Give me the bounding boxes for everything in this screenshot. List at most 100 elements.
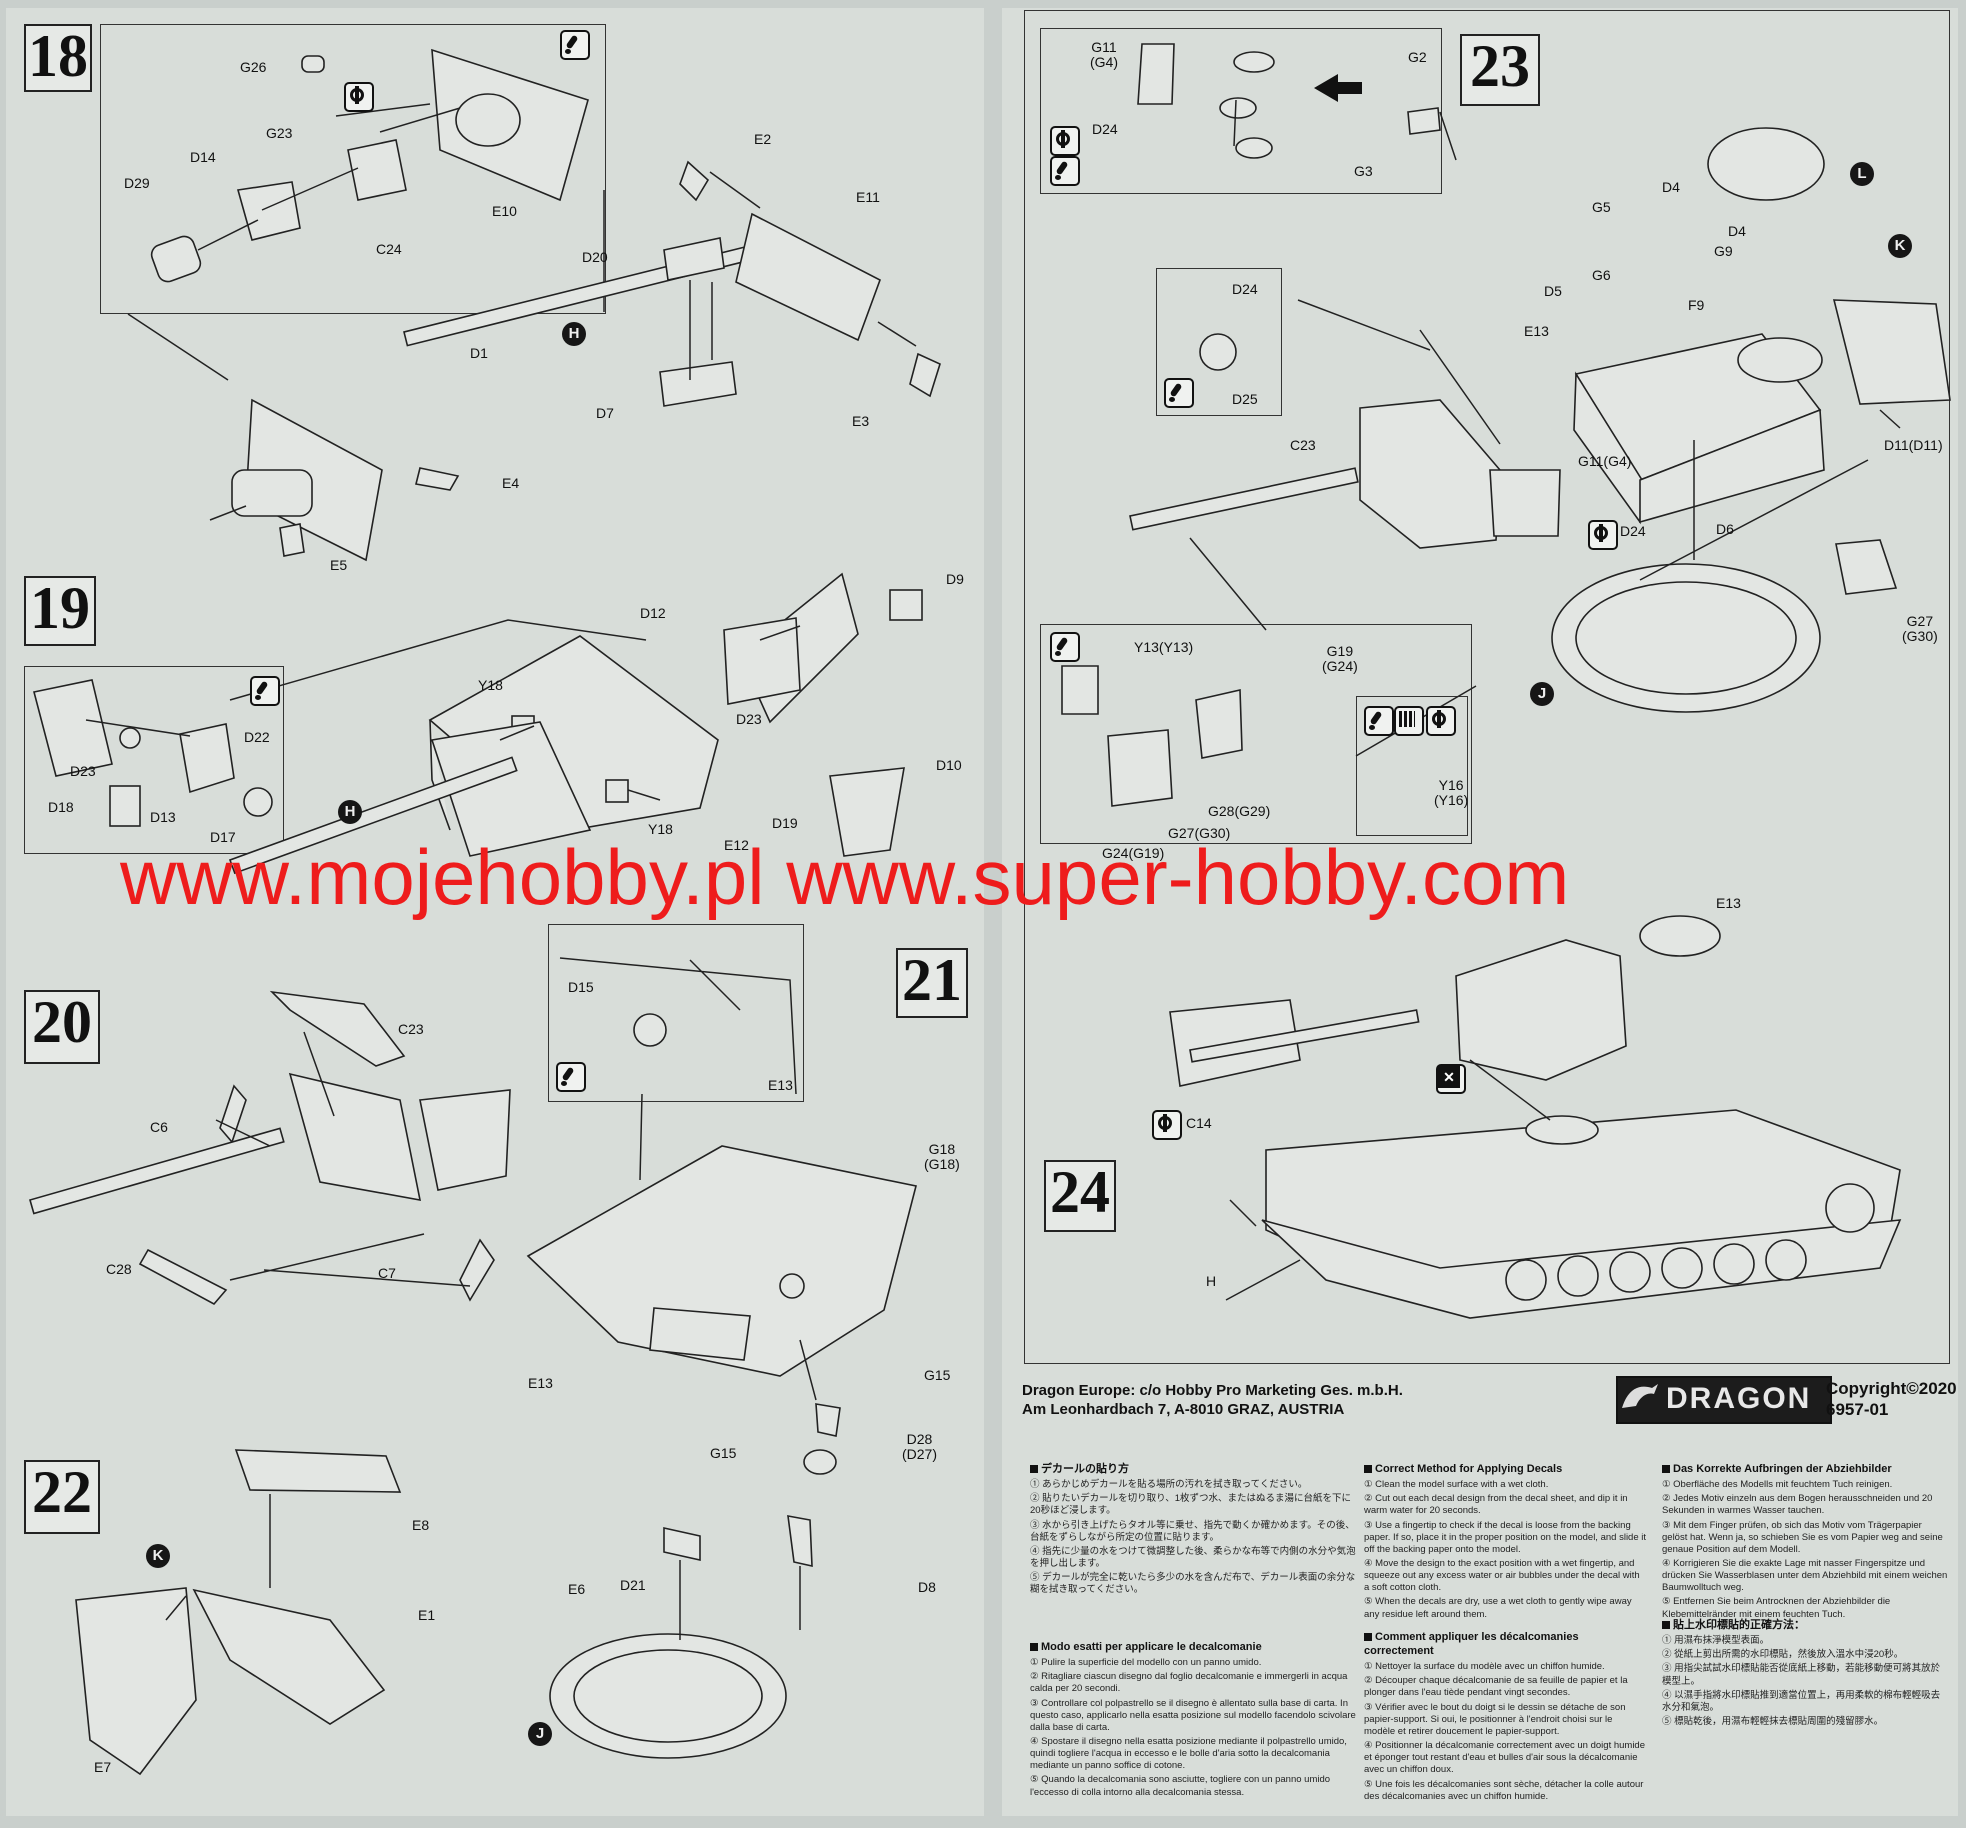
subassembly-marker-h: H xyxy=(338,800,362,824)
instruction-step: ④ Positionner la décalcomanie correcteme… xyxy=(1364,1740,1646,1776)
part-label: D20 xyxy=(582,249,608,265)
subassembly-marker-h: H xyxy=(562,322,586,346)
part-label: D17 xyxy=(210,829,236,845)
copyright-block: Copyright©2020 6957-01 xyxy=(1826,1378,1957,1421)
optional-part-icon xyxy=(1152,1110,1182,1140)
decal-instructions-de: Das Korrekte Aufbringen der Abziehbilder… xyxy=(1662,1462,1948,1623)
optional-part-icon xyxy=(344,82,374,112)
step21-hull xyxy=(526,957,917,1475)
step-number-21: 21 xyxy=(896,948,968,1018)
kit-code: 6957-01 xyxy=(1826,1400,1889,1420)
decal-instructions-fr: Comment appliquer les décalcomanies corr… xyxy=(1364,1630,1646,1805)
step24-tank xyxy=(1169,915,1902,1319)
part-label: Y16 (Y16) xyxy=(1434,777,1469,808)
decal-instructions-it: Modo esatti per applicare le decalcomani… xyxy=(1030,1640,1360,1801)
step23-turret xyxy=(1061,43,1951,807)
part-label: E6 xyxy=(568,1581,586,1597)
part-label: E11 xyxy=(856,189,880,205)
part-label: G27 (G30) xyxy=(1902,613,1938,644)
part-label: E3 xyxy=(852,413,870,429)
step18-mantlet-detail xyxy=(127,48,605,381)
copyright-text: Copyright©2020 xyxy=(1826,1379,1957,1398)
part-label: G2 xyxy=(1408,49,1427,65)
part-label: G28(G29) xyxy=(1208,803,1271,819)
part-label: C23 xyxy=(398,1021,424,1037)
cement-icon xyxy=(1050,632,1080,662)
step21-detail-frame xyxy=(548,924,804,1102)
step-number-18: 18 xyxy=(24,24,92,92)
part-label: D24 xyxy=(1092,121,1118,137)
part-label: E5 xyxy=(330,557,348,573)
instruction-step: ③ Vérifier avec le bout du doigt si le d… xyxy=(1364,1701,1626,1737)
instruction-step: ④ Move the design to the exact position … xyxy=(1364,1558,1640,1594)
section-heading: Correct Method for Applying Decals xyxy=(1364,1462,1646,1476)
part-label: G19 (G24) xyxy=(1322,643,1358,674)
watermark-text: www.mojehobby.pl www.super-hobby.com xyxy=(120,833,1570,921)
part-label: E12 xyxy=(724,837,749,853)
instruction-step: ⑤ Une fois les décalcomanies sont sèche,… xyxy=(1364,1778,1644,1802)
cement-icon xyxy=(1050,156,1080,186)
part-label: Y13(Y13) xyxy=(1134,639,1194,655)
part-label: D4 xyxy=(1728,223,1746,239)
instruction-step: ⑤ デカールが完全に乾いたら多少の水を含んだ布で、デカール表面の余分な糊を拭き取… xyxy=(1030,1572,1356,1596)
step18-detail-frame xyxy=(100,24,606,314)
section-heading: Das Korrekte Aufbringen der Abziehbilder xyxy=(1662,1462,1948,1476)
instruction-step: ④ 指先に少量の水をつけて微調整した後、柔らかな布等で内側の水分や気泡を押し出し… xyxy=(1030,1545,1356,1570)
part-label: D1 xyxy=(470,345,488,361)
step23-detail-frame-y16 xyxy=(1356,696,1468,836)
part-label: D12 xyxy=(640,605,666,621)
subassembly-marker-j: J xyxy=(528,1722,552,1746)
remove-icon xyxy=(1436,1064,1466,1094)
instruction-step: ③ Use a fingertip to check if the decal … xyxy=(1364,1519,1647,1555)
step23-detail-frame-g27 xyxy=(1040,624,1472,844)
instruction-step: ④ Spostare il disegno nella esatta posiz… xyxy=(1030,1736,1347,1772)
subassembly-marker-k: K xyxy=(1888,234,1912,258)
part-label: Y18 xyxy=(478,677,503,693)
part-label: E13 xyxy=(528,1375,553,1391)
cement-icon xyxy=(1164,378,1194,408)
part-label: D11(D11) xyxy=(1884,437,1943,453)
step20-assembly xyxy=(29,990,511,1306)
part-label: D28 (D27) xyxy=(902,1431,938,1462)
step18-gun-assembly xyxy=(209,160,941,562)
step-number-19: 19 xyxy=(24,576,96,646)
subassembly-marker-k: K xyxy=(146,1544,170,1568)
distributor-line: Dragon Europe: c/o Hobby Pro Marketing G… xyxy=(1022,1382,1403,1399)
cement-icon xyxy=(560,30,590,60)
part-label: C6 xyxy=(150,1119,168,1135)
part-label: E10 xyxy=(492,203,517,219)
part-label: D24 xyxy=(1232,281,1258,297)
part-label: D25 xyxy=(1232,391,1258,407)
part-label: D22 xyxy=(244,729,270,745)
part-label: D10 xyxy=(936,757,962,773)
instruction-step: ③ 水から引き上げたらタオル等に乗せ、指先で動くか確かめます。その後、台紙をずら… xyxy=(1030,1519,1355,1543)
part-label: C23 xyxy=(1290,437,1316,453)
part-label: C28 xyxy=(106,1261,132,1277)
part-label: D9 xyxy=(946,571,964,587)
instruction-step: ⑤ Quando la decalcomania sono asciutte, … xyxy=(1030,1774,1331,1798)
part-label: G9 xyxy=(1714,243,1733,259)
part-label: E13 xyxy=(1524,323,1549,339)
instruction-step: ③ Mit dem Finger prüfen, ob sich das Mot… xyxy=(1662,1519,1943,1555)
step23-detail-frame-top xyxy=(1040,28,1442,194)
part-label: D19 xyxy=(772,815,798,831)
instruction-step: ① 用濕布抹淨模型表面。 xyxy=(1662,1635,1770,1647)
part-label: E8 xyxy=(412,1517,430,1533)
part-label: D15 xyxy=(568,979,594,995)
part-label: G15 xyxy=(924,1367,951,1383)
paint-icon xyxy=(1394,706,1424,736)
brand-name: DRAGON xyxy=(1666,1382,1812,1415)
distributor-line: Am Leonhardbach 7, A-8010 GRAZ, AUSTRIA xyxy=(1022,1400,1345,1418)
part-label: G6 xyxy=(1592,267,1611,283)
part-label: D13 xyxy=(150,809,176,825)
part-label: G5 xyxy=(1592,199,1611,215)
instruction-step: ① Clean the model surface with a wet clo… xyxy=(1364,1479,1549,1491)
part-label: D23 xyxy=(736,711,762,727)
part-label: Y18 xyxy=(648,821,673,837)
part-label: D4 xyxy=(1662,179,1680,195)
cement-icon xyxy=(250,676,280,706)
instruction-step: ④ Korrigieren Sie die exakte Lage mit na… xyxy=(1662,1558,1948,1594)
part-label: G11 (G4) xyxy=(1090,39,1118,70)
optional-part-icon xyxy=(1588,520,1618,550)
